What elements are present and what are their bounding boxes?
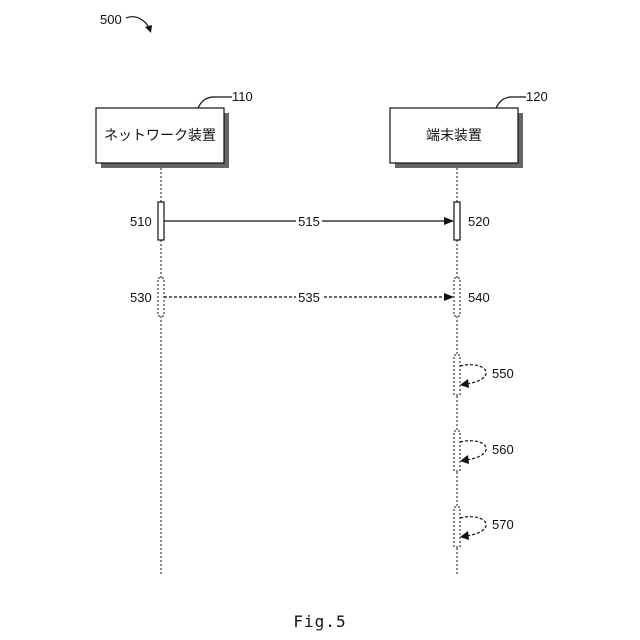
activation-bar	[454, 355, 460, 395]
message-label: 515	[298, 214, 320, 229]
self-loop-arrow	[460, 441, 486, 460]
activation-label: 510	[130, 214, 152, 229]
activation-bar	[158, 278, 164, 316]
participant-terminal-device: 端末装置 120	[390, 89, 548, 168]
activation-bar	[158, 202, 164, 240]
activation-label: 530	[130, 290, 152, 305]
participant-network-device: ネットワーク装置 110	[96, 89, 253, 168]
self-step-550: 550	[454, 355, 514, 395]
activation-bar	[454, 431, 460, 471]
activation-bar	[454, 507, 460, 547]
figure-ref-arrow	[145, 25, 152, 33]
self-step-label: 560	[492, 442, 514, 457]
activation-bar	[454, 202, 460, 240]
participant-label: ネットワーク装置	[104, 128, 216, 144]
participant-label: 端末装置	[426, 128, 482, 144]
figure-caption: Fig.5	[293, 612, 346, 631]
self-loop-arrowhead	[460, 455, 469, 464]
participant-ref: 110	[232, 89, 253, 104]
self-loop-arrow	[460, 517, 486, 536]
activation-label: 540	[468, 290, 490, 305]
message-515: 515 510 520	[130, 202, 490, 240]
self-step-560: 560	[454, 431, 514, 471]
self-loop-arrow	[460, 365, 486, 384]
self-loop-arrowhead	[460, 379, 469, 388]
message-label: 535	[298, 290, 320, 305]
self-loop-arrowhead	[460, 531, 469, 540]
activation-bar	[454, 278, 460, 316]
activation-label: 520	[468, 214, 490, 229]
self-step-label: 570	[492, 517, 514, 532]
participant-ref-leader	[198, 97, 232, 108]
participant-ref: 120	[526, 89, 548, 104]
figure-ref-label: 500	[100, 12, 122, 27]
message-535: 535 530 540	[130, 278, 490, 316]
participant-ref-leader	[496, 97, 526, 108]
self-step-label: 550	[492, 366, 514, 381]
self-step-570: 570	[454, 507, 514, 547]
